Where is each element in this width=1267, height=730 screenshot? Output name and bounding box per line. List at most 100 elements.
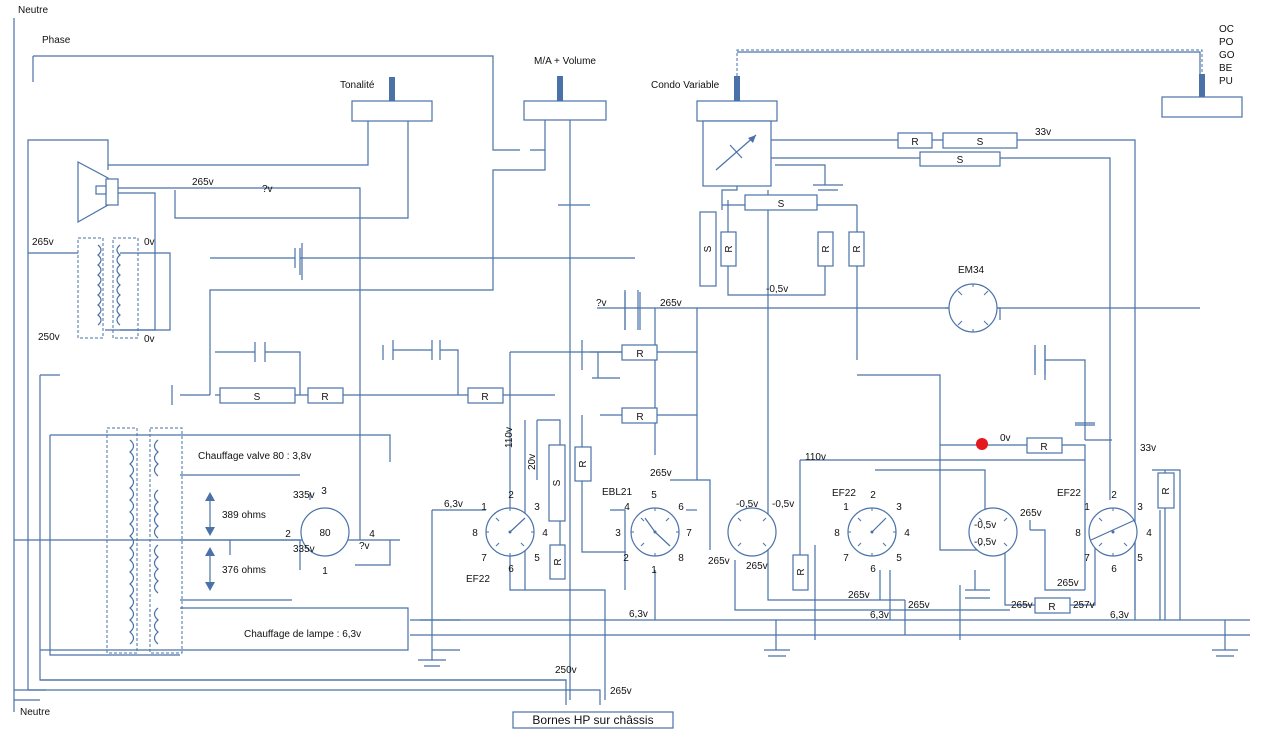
ef22-b-label: EF22 — [832, 488, 856, 499]
band-selector[interactable] — [1161, 74, 1243, 118]
resistor-r2: R — [720, 231, 737, 267]
resistor-label: R — [553, 558, 564, 565]
resistor-r13: R — [1034, 597, 1071, 614]
volume-control[interactable] — [523, 76, 607, 121]
pin-number: 6 — [508, 564, 514, 575]
ebl21-label: EBL21 — [602, 487, 632, 498]
resistor-r9: R — [574, 446, 592, 482]
speaker-symbol — [77, 161, 119, 224]
shunt-s3: S — [744, 194, 818, 211]
pin-number: 1 — [651, 565, 657, 576]
voltage-label: 265v — [708, 556, 730, 567]
condo-label: Condo Variable — [651, 80, 720, 91]
volume-label: M/A + Volume — [534, 56, 596, 67]
voltage-label: 0v — [144, 334, 155, 345]
tonalite-control[interactable] — [351, 77, 433, 122]
resistor-r8: R — [621, 407, 658, 424]
voltage-label: 257v — [1073, 600, 1095, 611]
resistor-r4: R — [848, 231, 865, 267]
voltage-label: -0,5v — [766, 284, 788, 295]
pin-number: 3 — [896, 502, 902, 513]
voltage-label: -0,5v — [772, 499, 794, 510]
voltage-label: 265v — [1020, 508, 1042, 519]
voltage-label: 0v — [144, 237, 155, 248]
voltage-label: 265v — [660, 298, 682, 309]
voltage-label: 6,3v — [629, 609, 648, 620]
resistor-label: R — [578, 460, 589, 467]
voltage-label: 265v — [610, 686, 632, 697]
voltage-label: ?v — [596, 298, 607, 309]
pin-number: 2 — [508, 490, 514, 501]
resistor-r12: R — [1026, 437, 1063, 454]
pin-number: 6 — [870, 564, 876, 575]
voltage-label: ?v — [262, 184, 273, 195]
pin-number: 1 — [1084, 502, 1090, 513]
pin-number: 3 — [321, 486, 327, 497]
phase-label: Phase — [42, 35, 71, 46]
resistor-r11: R — [792, 554, 809, 591]
resistor-r10: R — [549, 544, 566, 580]
ohms-376-label: 376 ohms — [222, 565, 266, 576]
pin-number: 7 — [481, 553, 487, 564]
voltage-label: 6,3v — [444, 499, 463, 510]
resistor-label: R — [321, 392, 328, 403]
voltage-label: 335v — [293, 490, 315, 501]
tube-unlabeled-1 — [727, 507, 777, 557]
pin-number: 1 — [481, 502, 487, 513]
voltage-label: -0,5v — [974, 520, 996, 531]
pin-number: 4 — [904, 528, 910, 539]
voltage-label: -0,5v — [974, 537, 996, 548]
shunt-label: S — [254, 392, 261, 403]
voltage-label: 265v — [746, 561, 768, 572]
pin-number: 6 — [1111, 564, 1117, 575]
ef22-c-label: EF22 — [1057, 488, 1081, 499]
voltage-label: 250v — [555, 665, 577, 676]
shunt-label: S — [778, 199, 785, 210]
voltage-label: 265v — [650, 468, 672, 479]
pin-number: 7 — [686, 528, 692, 539]
resistor-label: R — [796, 568, 807, 575]
resistor-label: R — [481, 392, 488, 403]
heater-lamp-label: Chauffage de lampe : 6,3v — [244, 629, 361, 640]
pin-number: 4 — [1146, 528, 1152, 539]
capacitors — [294, 243, 1095, 440]
condo-band-link — [736, 49, 1203, 76]
voltage-label: 110v — [504, 427, 515, 448]
pin-number: 7 — [1084, 553, 1090, 564]
pin-number: 4 — [369, 529, 375, 540]
shunt-s6: S — [548, 444, 566, 522]
band-po-label: PO — [1219, 37, 1234, 48]
heater-valve-label: Chauffage valve 80 : 3,8v — [198, 451, 311, 462]
pin-number: 1 — [843, 502, 849, 513]
resistor-label: R — [852, 245, 863, 252]
resistor-r14: R — [1157, 472, 1175, 509]
shunt-s1: S — [942, 132, 1018, 149]
pin-number: 1 — [322, 566, 328, 577]
voltage-label: 335v — [293, 544, 315, 555]
band-pu-label: PU — [1219, 76, 1233, 87]
voltage-label: 110v — [805, 452, 826, 463]
voltage-label: -0,5v — [736, 499, 758, 510]
pin-number: 3 — [615, 528, 621, 539]
pin-number: 6 — [678, 502, 684, 513]
pin-number: 3 — [1137, 502, 1143, 513]
voltage-label: 0v — [1000, 433, 1011, 444]
tube-label: 80 — [319, 528, 331, 539]
text-labels: Neutre Phase Neutre Tonalité M/A + Volum… — [18, 5, 1235, 718]
pin-number: 3 — [534, 502, 540, 513]
pin-number: 4 — [624, 502, 630, 513]
tonalite-label: Tonalité — [340, 80, 375, 91]
resistor-label: R — [821, 245, 832, 252]
output-transformer — [77, 237, 139, 339]
pin-number: 5 — [896, 553, 902, 564]
voltage-label: 265v — [1057, 578, 1079, 589]
resistor-r6: R — [467, 387, 504, 404]
pin-number: 8 — [834, 528, 840, 539]
pin-number: 2 — [623, 553, 629, 564]
voltage-label: 265v — [192, 177, 214, 188]
pin-number: 8 — [1075, 528, 1081, 539]
bornes-hp-box: Bornes HP sur châssis — [512, 711, 674, 729]
tube-ef22-c — [1088, 507, 1138, 557]
resistor-r1: R — [897, 132, 933, 149]
condo-variable-control[interactable] — [696, 76, 778, 187]
